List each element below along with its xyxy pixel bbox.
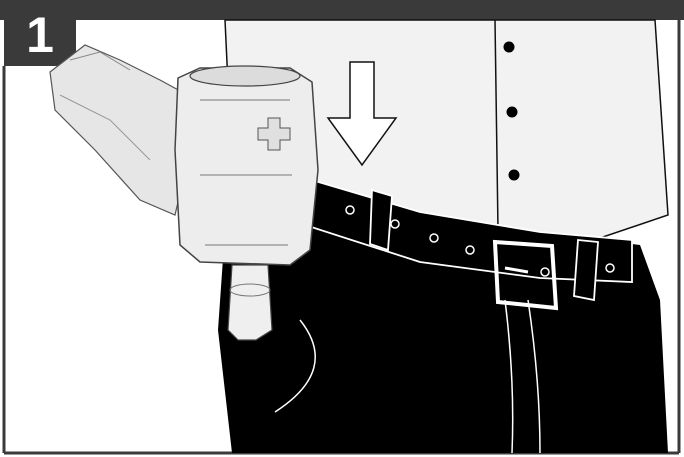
shirt-button	[504, 42, 515, 53]
tool-head-holster	[175, 68, 318, 265]
belt-loop	[574, 240, 598, 300]
tool-head-top	[190, 66, 300, 86]
shirt-button	[507, 107, 518, 118]
shirt-button	[509, 170, 520, 181]
belt-loop	[370, 190, 392, 250]
tool-anvil	[228, 265, 272, 340]
